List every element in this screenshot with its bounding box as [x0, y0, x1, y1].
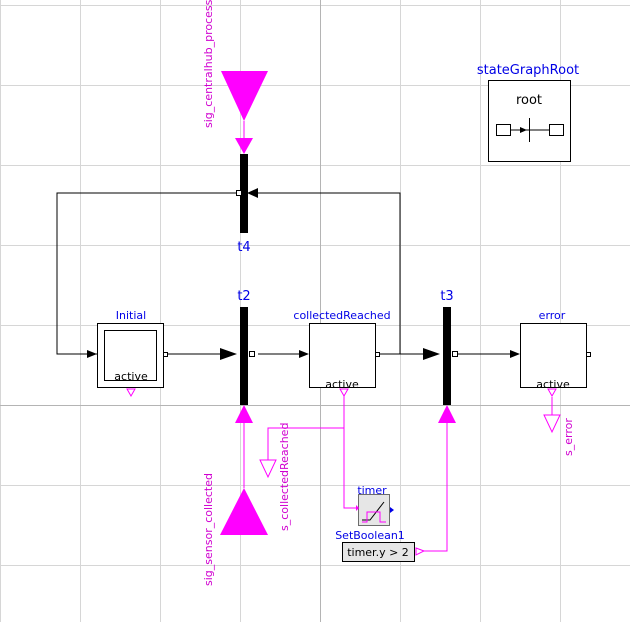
- set-boolean-expression[interactable]: timer.y > 2: [342, 542, 426, 562]
- transition-t2[interactable]: t2: [235, 289, 255, 423]
- state-graph-root[interactable]: stateGraphRoot root: [477, 63, 579, 162]
- arrow-into-error: [510, 350, 520, 358]
- sig-centralhub-processed-label: sig_centralhub_processed: [202, 0, 215, 128]
- timer-ramp-icon: [362, 501, 385, 521]
- timer-output-icon: [390, 507, 394, 513]
- step-error[interactable]: error active: [520, 309, 591, 398]
- signal-lines: [243, 121, 553, 552]
- sig-sensor-collected-input[interactable]: sig_sensor_collected: [202, 473, 268, 586]
- s-error-output[interactable]: s_error: [543, 414, 575, 456]
- set-boolean-output-icon: [415, 547, 426, 556]
- state-graph-root-label: root: [516, 93, 542, 108]
- state-graph-root-title: stateGraphRoot: [477, 63, 579, 78]
- collected-reached-active-output-icon: [339, 388, 349, 398]
- boolean-output-triangle-icon: [543, 414, 561, 434]
- arrow-into-t4: [247, 188, 258, 198]
- step-collected-reached[interactable]: collectedReached active: [293, 309, 391, 398]
- transition-t4[interactable]: t4: [235, 138, 253, 255]
- initial-active-label: active: [114, 370, 148, 383]
- initial-active-output-icon: [126, 388, 136, 398]
- t4-input-triangle-icon: [235, 138, 253, 154]
- timer-name: timer: [357, 484, 387, 497]
- transition-t3[interactable]: t3: [438, 289, 458, 423]
- arrow-into-collected: [299, 350, 309, 358]
- connection-arrowheads: [87, 188, 520, 360]
- t2-input-triangle-icon: [235, 405, 253, 423]
- arrow-into-initial: [87, 350, 97, 358]
- t2-label: t2: [237, 289, 250, 304]
- error-active-output-icon: [547, 388, 557, 398]
- step-initial[interactable]: Initial active: [97, 309, 168, 398]
- boolean-input-triangle-icon: [221, 71, 268, 121]
- loop-left-connection: [56, 192, 236, 355]
- s-collected-reached-output[interactable]: s_collectedReached: [259, 423, 291, 531]
- arrow-into-t3: [423, 348, 440, 360]
- timer-pulse-icon: [362, 511, 386, 523]
- boolean-input-triangle-icon: [220, 488, 268, 535]
- collected-reached-active-label: active: [325, 378, 359, 391]
- error-step-name: error: [539, 309, 566, 322]
- set-boolean-expression-text: timer.y > 2: [347, 546, 409, 559]
- arrow-into-t2: [220, 348, 237, 360]
- loop-right-connection: [258, 192, 401, 355]
- t3-input-triangle-icon: [438, 405, 456, 423]
- sig-centralhub-processed-input[interactable]: sig_centralhub_processed: [202, 0, 268, 128]
- s-collected-reached-label: s_collectedReached: [278, 423, 291, 531]
- s-error-label: s_error: [562, 418, 575, 456]
- boolean-output-triangle-icon: [259, 459, 277, 479]
- setboolean-to-t3-line: [424, 423, 448, 552]
- t3-label: t3: [440, 289, 453, 304]
- collected-reached-step-name: collectedReached: [293, 309, 390, 322]
- collected-to-timer-line: [343, 395, 356, 509]
- set-boolean-name: SetBoolean1: [335, 529, 405, 542]
- initial-step-name: Initial: [116, 309, 146, 322]
- error-active-label: active: [536, 378, 570, 391]
- sig-sensor-collected-label: sig_sensor_collected: [202, 473, 215, 586]
- timer-input-icon: [356, 505, 359, 511]
- timer-block[interactable]: timer SetBoolean1: [335, 484, 405, 542]
- t4-label: t4: [237, 240, 250, 255]
